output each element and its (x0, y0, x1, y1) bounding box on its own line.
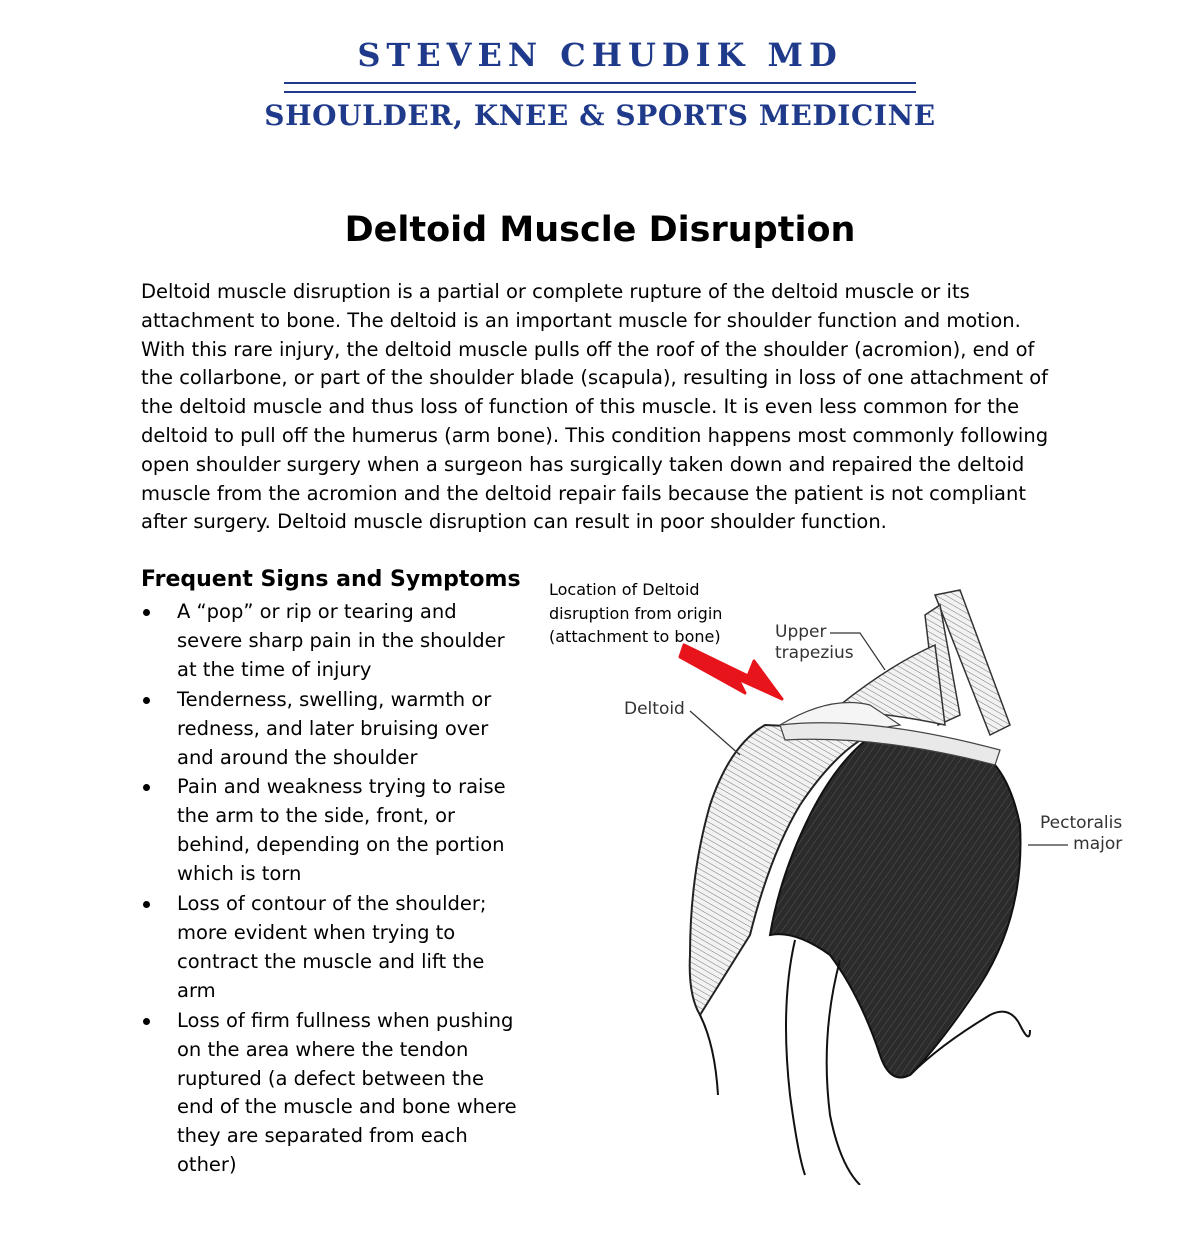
figure-caption: Location of Deltoid disruption from orig… (549, 580, 723, 646)
list-item: Loss of contour of the shoulder; more ev… (141, 890, 521, 1006)
label-leader-lines (689, 632, 1068, 846)
bullet-icon (143, 784, 150, 792)
deltoid-dark-shape (768, 728, 1022, 1079)
list-item: Loss of firm fullness when pushing on th… (141, 1007, 521, 1180)
letterhead-subtitle: SHOULDER, KNEE & SPORTS MEDICINE (264, 99, 936, 132)
arm-outline (699, 939, 1031, 1185)
list-item-text: Pain and weakness trying to raise the ar… (177, 775, 506, 886)
list-item-text: Loss of firm fullness when pushing on th… (177, 1008, 517, 1177)
acromion-shape (779, 722, 1001, 766)
trapezius-shape (779, 589, 1011, 737)
signs-list: A “pop” or rip or tearing and severe sha… (141, 598, 521, 1180)
letterhead: STEVEN CHUDIK MD SHOULDER, KNEE & SPORTS… (0, 36, 1200, 134)
intro-paragraph: Deltoid muscle disruption is a partial o… (141, 280, 1049, 534)
list-item: Tenderness, swelling, warmth or redness,… (141, 686, 521, 773)
list-item: Pain and weakness trying to raise the ar… (141, 773, 521, 889)
red-arrow-icon (678, 643, 784, 701)
label-line: Pectoralis (1040, 813, 1123, 833)
shoulder-illustration: Location of Deltoid disruption from orig… (540, 575, 1160, 1185)
list-item-text: Tenderness, swelling, warmth or redness,… (177, 687, 492, 769)
deltoid-label: Deltoid (624, 699, 685, 719)
label-line: Upper (775, 622, 827, 642)
list-item-text: A “pop” or rip or tearing and severe sha… (177, 600, 505, 681)
upper-trapezius-label: Upper trapezius (775, 622, 854, 664)
signs-heading: Frequent Signs and Symptoms (141, 567, 521, 592)
pectoralis-label: Pectoralis major (1040, 813, 1122, 855)
label-line: trapezius (775, 643, 854, 663)
label-line: major (1073, 834, 1123, 854)
shoulder-anatomy-drawing (678, 589, 1068, 1185)
page-title: Deltoid Muscle Disruption (344, 210, 856, 250)
letterhead-name: STEVEN CHUDIK MD (357, 36, 843, 74)
signs-section: Frequent Signs and Symptoms A “pop” or r… (141, 564, 521, 1181)
bullet-icon (143, 1017, 150, 1025)
letterhead-divider (284, 82, 916, 93)
bullet-icon (143, 901, 150, 909)
list-item-text: Loss of contour of the shoulder; more ev… (177, 892, 487, 1002)
deltoid-anterior-shape (688, 723, 881, 1017)
list-item: A “pop” or rip or tearing and severe sha… (141, 598, 521, 685)
bullet-icon (143, 696, 150, 704)
bullet-icon (143, 609, 150, 616)
